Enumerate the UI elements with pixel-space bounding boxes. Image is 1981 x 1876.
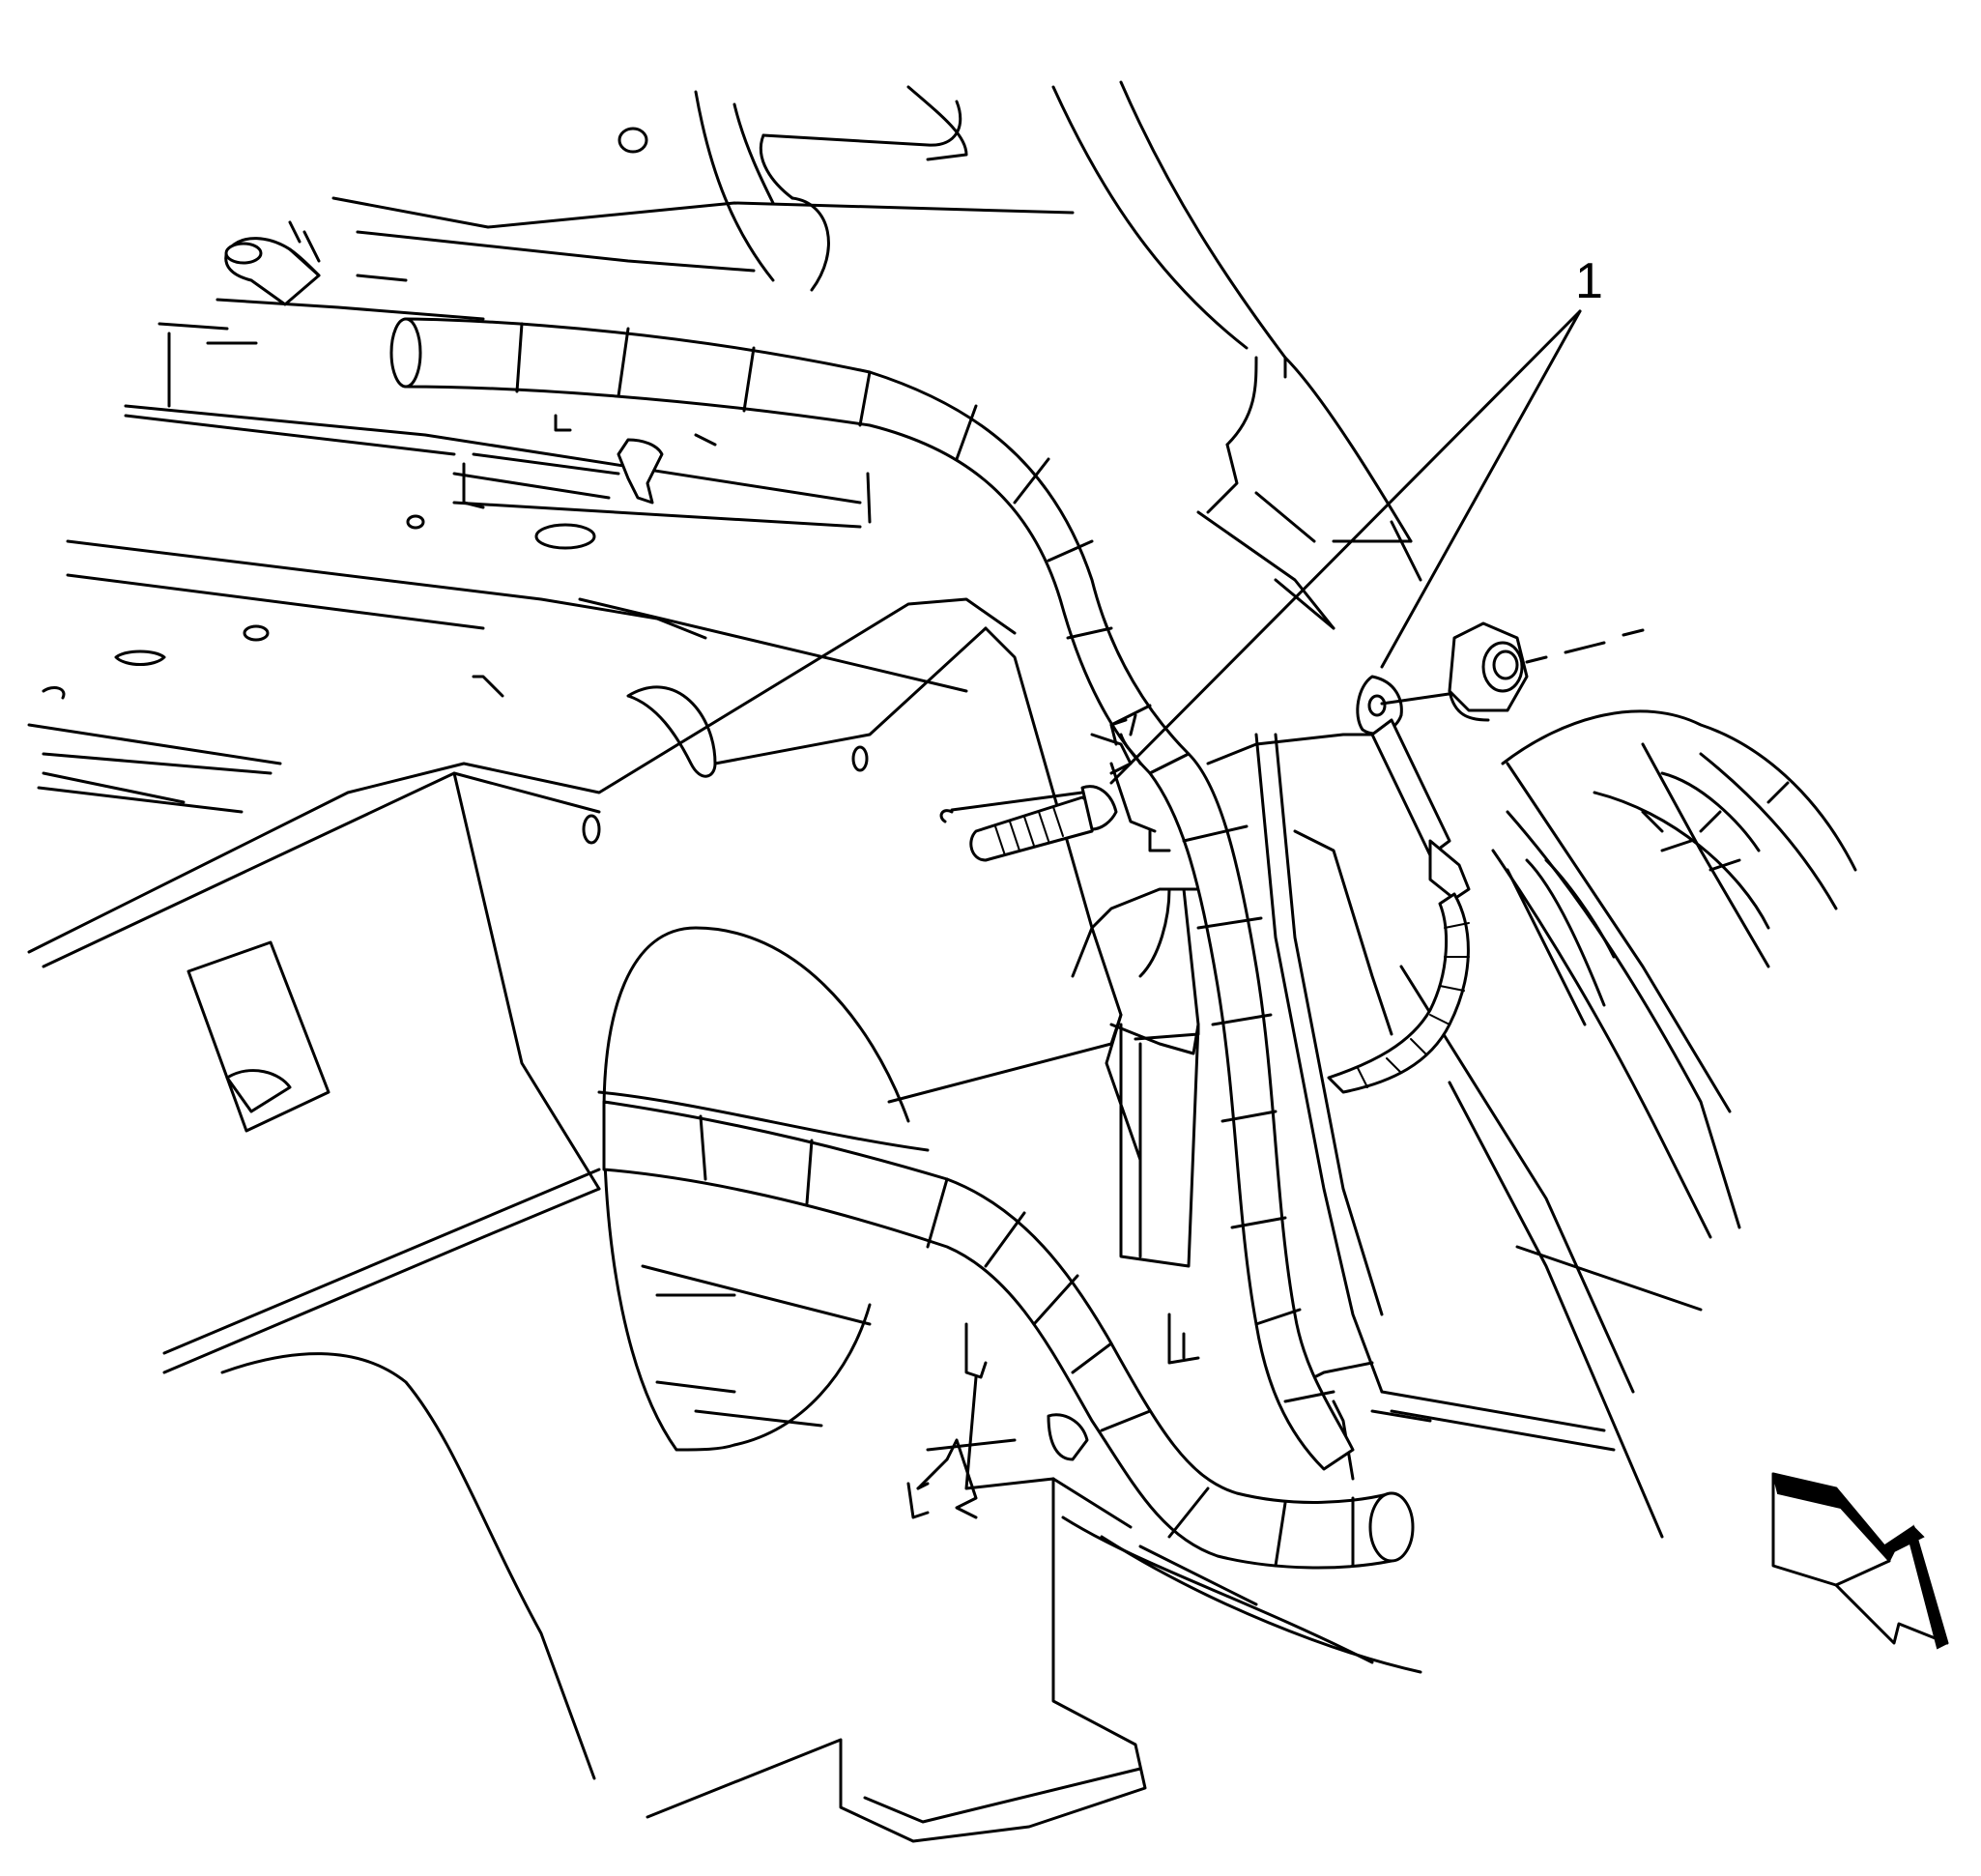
panel-cutout [187,940,330,1133]
wheelhouse-panel [694,80,1422,630]
floor-oval-opening [597,926,930,1452]
callout-label: 1 [1575,253,1603,309]
harness-clips [906,1313,1200,1519]
floor-pan [27,127,968,814]
hex-nut-icon [1448,621,1645,722]
center-wiring-harness [1148,752,1355,1471]
front-direction-arrow-icon [1771,1472,1949,1650]
upper-wiring-harness [224,220,1191,775]
lower-bracket-lines [916,1438,978,1519]
lower-wiring-harness [602,1100,1415,1570]
callout-1: 1 [1109,253,1603,785]
ground-stud-icon [939,713,1171,862]
inner-wheelhouse [1071,733,1664,1539]
lower-sill [220,1352,1422,1843]
upper-floor-panel [124,196,1075,529]
ring-terminal-icon [1327,675,1471,1094]
rear-floor-rails [1370,709,1857,1452]
